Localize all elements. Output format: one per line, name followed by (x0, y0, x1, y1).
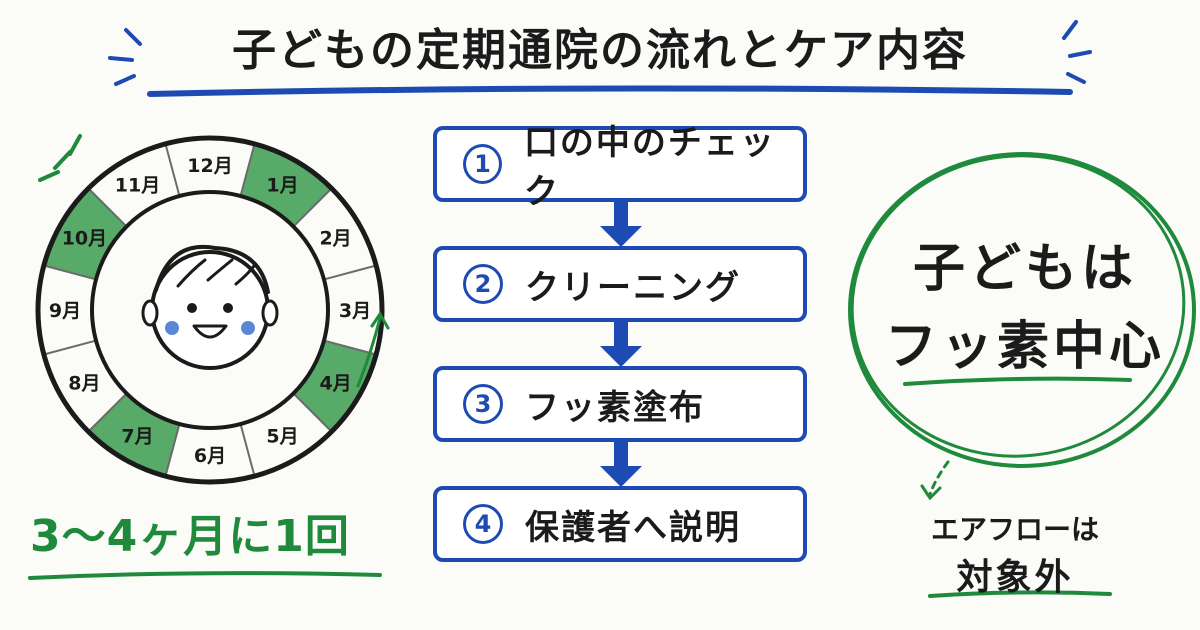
highlighted-month-sector (240, 143, 332, 227)
title-underline (147, 85, 1073, 97)
month-label: 4月 (319, 373, 351, 395)
calendar-ring: 12月 1月 2月 3月 4月 5月 6月 7月 8月 9月 10月 11月 (35, 135, 385, 485)
down-arrow-icon (600, 442, 642, 487)
month-divider (323, 264, 377, 281)
month-label: 9月 (49, 300, 81, 322)
month-label: 6月 (194, 445, 226, 467)
step-2-box: 2 クリーニング (433, 246, 807, 322)
calendar-labels: 12月 1月 2月 3月 4月 5月 6月 7月 8月 9月 10月 11月 (49, 155, 371, 467)
step-label: フッ素塗布 (525, 387, 705, 428)
highlighted-month-sector (43, 188, 127, 280)
month-label: 11月 (115, 174, 160, 196)
month-divider (239, 423, 256, 477)
frequency-underline (28, 571, 382, 580)
month-divider (239, 143, 256, 197)
step-number: 2 (463, 264, 503, 304)
step-4-box: 4 保護者へ説明 (433, 486, 807, 562)
calendar-sectors (43, 143, 377, 477)
highlight-underline (903, 376, 1132, 386)
child-face-icon (141, 244, 279, 370)
step-label: 保護者へ説明 (525, 507, 741, 548)
frequency-label: 3〜4ヶ月に1回 (30, 511, 350, 562)
month-divider (164, 423, 181, 477)
step-label: クリーニング (525, 267, 741, 308)
month-label: 2月 (319, 228, 351, 250)
month-divider (87, 187, 128, 228)
month-divider (43, 264, 97, 281)
month-divider (292, 392, 333, 433)
title-sparkle-right (1062, 20, 1092, 84)
step-label: 口の中のチェック (523, 123, 776, 212)
month-label: 8月 (68, 373, 100, 395)
calendar-inner-ring (90, 190, 330, 430)
month-divider (292, 187, 333, 228)
title-decorations (108, 20, 1092, 97)
page-title: 子どもの定期通院の流れとケア内容 (232, 25, 968, 76)
month-label: 10月 (62, 228, 107, 250)
month-label: 5月 (266, 426, 298, 448)
month-label: 3月 (339, 300, 371, 322)
highlight-line-1: 子どもは (912, 239, 1137, 299)
calendar-outer-ring (35, 135, 385, 485)
month-divider (164, 143, 181, 197)
highlight-line-2: フッ素中心 (884, 317, 1165, 377)
month-label: 1月 (266, 174, 298, 196)
step-3-box: 3 フッ素塗布 (433, 366, 807, 442)
title-sparkle-left (108, 28, 142, 86)
step-number: 4 (463, 504, 503, 544)
dashed-arrow-icon (920, 460, 950, 501)
down-arrow-icon (600, 322, 642, 367)
step-number: 3 (463, 384, 503, 424)
month-divider (43, 339, 97, 356)
highlighted-month-sector (88, 393, 180, 477)
highlighted-month-sector (293, 340, 377, 432)
month-label: 7月 (121, 426, 153, 448)
note-line-2: 対象外 (956, 557, 1074, 598)
month-label: 12月 (187, 155, 232, 177)
month-divider (87, 392, 128, 433)
note-line-1: エアフローは (930, 513, 1099, 546)
step-number: 1 (463, 144, 502, 184)
step-1-box: 1 口の中のチェック (433, 123, 807, 212)
